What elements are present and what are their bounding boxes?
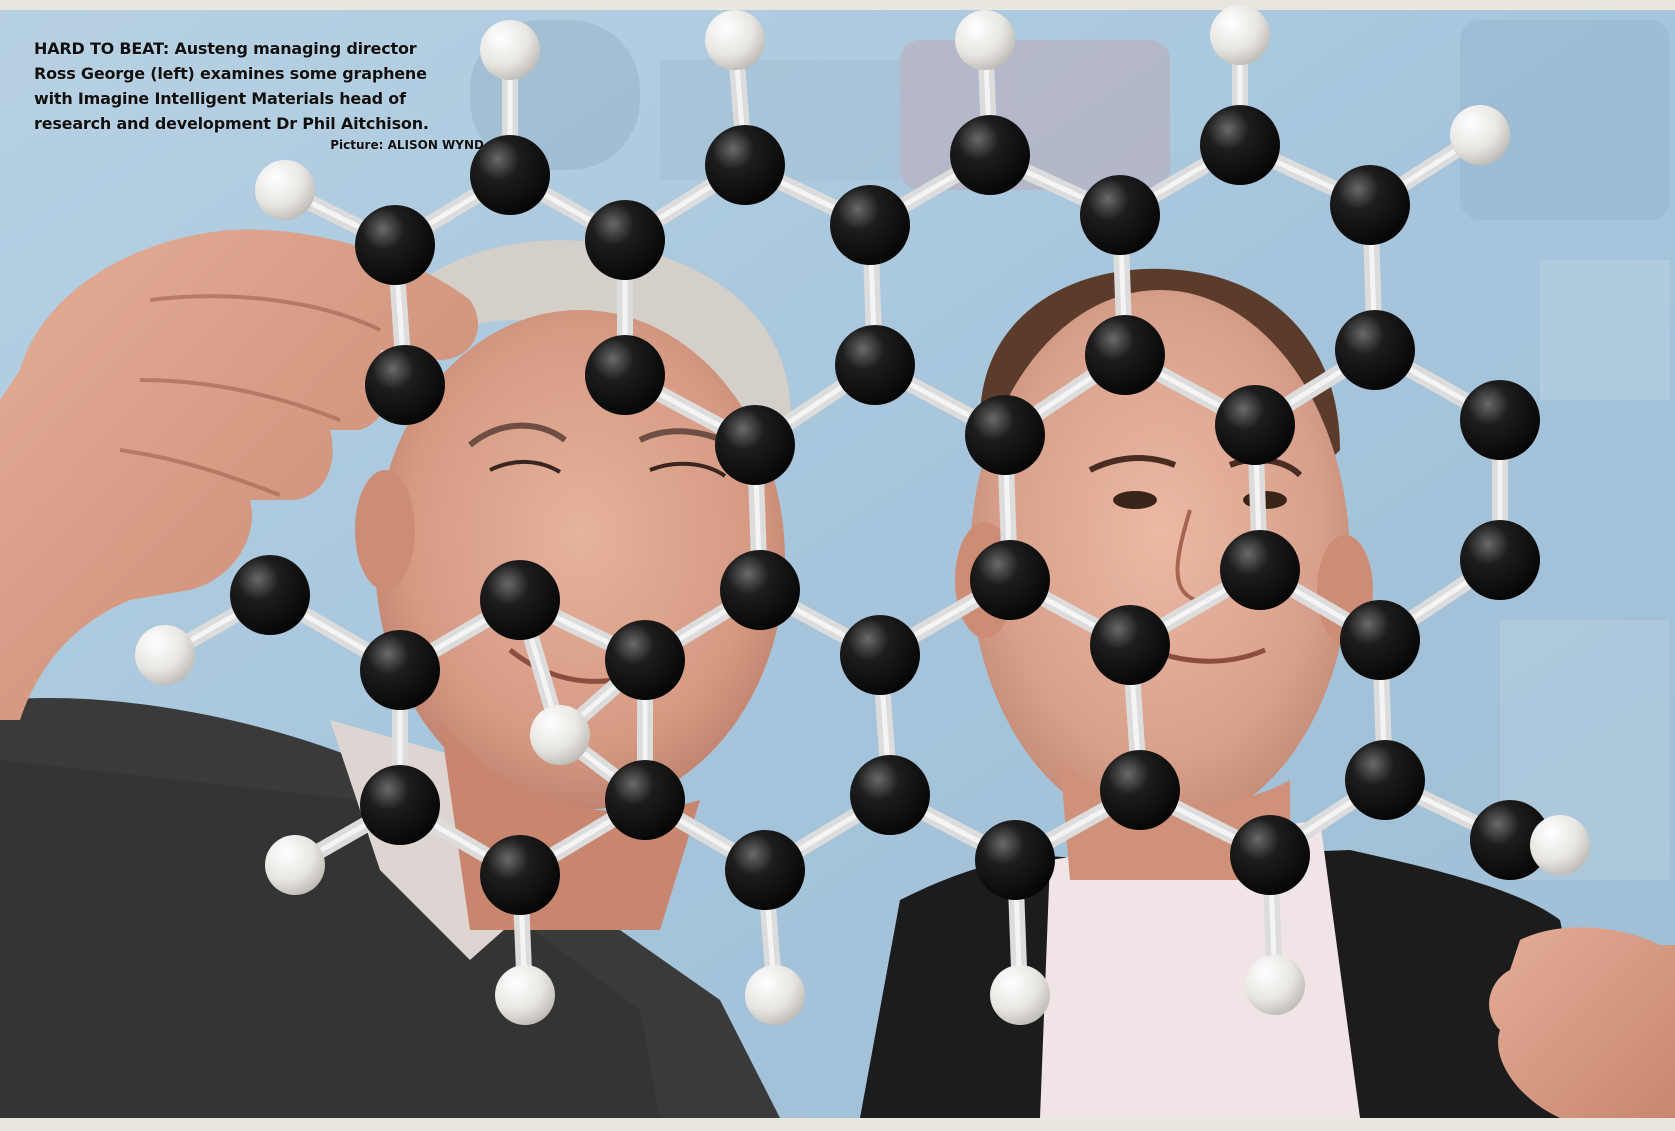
carbon-atom [1460, 380, 1540, 460]
carbon-atom [830, 185, 910, 265]
carbon-atom [360, 765, 440, 845]
hydrogen-atom [705, 10, 765, 70]
left-man-face [375, 310, 785, 810]
right-man-brow [1088, 455, 1177, 473]
caption-line-2: Ross George (left) examines some graphen… [34, 64, 427, 83]
carbon-atom [950, 115, 1030, 195]
carbon-atom [1215, 385, 1295, 465]
carbon-atom [1090, 605, 1170, 685]
photo-caption: HARD TO BEAT: Austeng managing director … [34, 36, 484, 154]
left-man-jacket-texture [0, 760, 660, 1118]
carbon-atom [1330, 165, 1410, 245]
hydrogen-atom [955, 10, 1015, 70]
left-man-hair [370, 240, 792, 470]
hydrogen-atom [745, 965, 805, 1025]
carbon-atom [720, 550, 800, 630]
left-hand [0, 229, 479, 720]
hydrogen-atom [1210, 5, 1270, 65]
carbon-atom [715, 405, 795, 485]
hydrogen-atom [255, 160, 315, 220]
hydrogen-atom [530, 705, 590, 765]
caption-line-4: research and development Dr Phil Aitchis… [34, 114, 429, 133]
carbon-atom [480, 835, 560, 915]
carbon-atom [840, 615, 920, 695]
right-hand-fingers [1489, 927, 1675, 1118]
caption-line-1-text: Austeng managing director [169, 39, 417, 58]
carbon-atom [970, 540, 1050, 620]
hydrogen-atom [990, 965, 1050, 1025]
left-hand-finger-lines [119, 294, 381, 497]
carbon-atom [725, 830, 805, 910]
hydrogen-atom [265, 835, 325, 895]
hydrogen-atom [1530, 815, 1590, 875]
credit-name: ALISON WYND [387, 138, 484, 152]
photo-credit: Picture: ALISON WYND [34, 136, 484, 154]
carbon-atom [365, 345, 445, 425]
carbon-atom [585, 200, 665, 280]
carbon-atom [360, 630, 440, 710]
left-man-eye [489, 459, 562, 474]
hydrogen-atom [495, 965, 555, 1025]
carbon-atom [605, 620, 685, 700]
right-hand [1489, 927, 1675, 1118]
carbon-atom [230, 555, 310, 635]
left-man-ear [355, 470, 415, 590]
hydrogen-atom [1450, 105, 1510, 165]
carbon-atom [965, 395, 1045, 475]
carbon-atom [835, 325, 915, 405]
carbon-atom [975, 820, 1055, 900]
carbon-atom [605, 760, 685, 840]
carbon-atom [1080, 175, 1160, 255]
carbon-atom [1345, 740, 1425, 820]
carbon-atom [355, 205, 435, 285]
bottom-paper-edge [0, 1118, 1675, 1131]
carbon-atom [1085, 315, 1165, 395]
hydrogen-atom [480, 20, 540, 80]
hydrogen-atom [135, 625, 195, 685]
top-paper-edge [0, 0, 1675, 10]
carbon-atom [705, 125, 785, 205]
right-man-nose [1175, 509, 1196, 602]
left-hand-palm [0, 229, 479, 720]
carbon-atom [585, 335, 665, 415]
carbon-atom [1100, 750, 1180, 830]
right-man-shirt [1040, 820, 1360, 1118]
right-man-eye [1113, 491, 1157, 509]
left-man-eye-2 [649, 461, 727, 478]
right-man-hair [980, 268, 1340, 470]
carbon-atom [1200, 105, 1280, 185]
carbon-atom [1460, 520, 1540, 600]
carbon-atom [1220, 530, 1300, 610]
carbon-atom [480, 560, 560, 640]
graphene-atoms [135, 5, 1590, 1025]
caption-line-1: HARD TO BEAT: Austeng managing director [34, 36, 484, 61]
caption-lead: HARD TO BEAT: [34, 39, 170, 58]
carbon-atom [850, 755, 930, 835]
carbon-atom [1470, 800, 1550, 880]
left-man-brow [468, 422, 567, 448]
carbon-atom [1230, 815, 1310, 895]
carbon-atom [1335, 310, 1415, 390]
carbon-atom [470, 135, 550, 215]
credit-label: Picture: [330, 138, 384, 152]
hydrogen-atom [1245, 955, 1305, 1015]
caption-line-3: with Imagine Intelligent Materials head … [34, 89, 406, 108]
carbon-atom [1340, 600, 1420, 680]
